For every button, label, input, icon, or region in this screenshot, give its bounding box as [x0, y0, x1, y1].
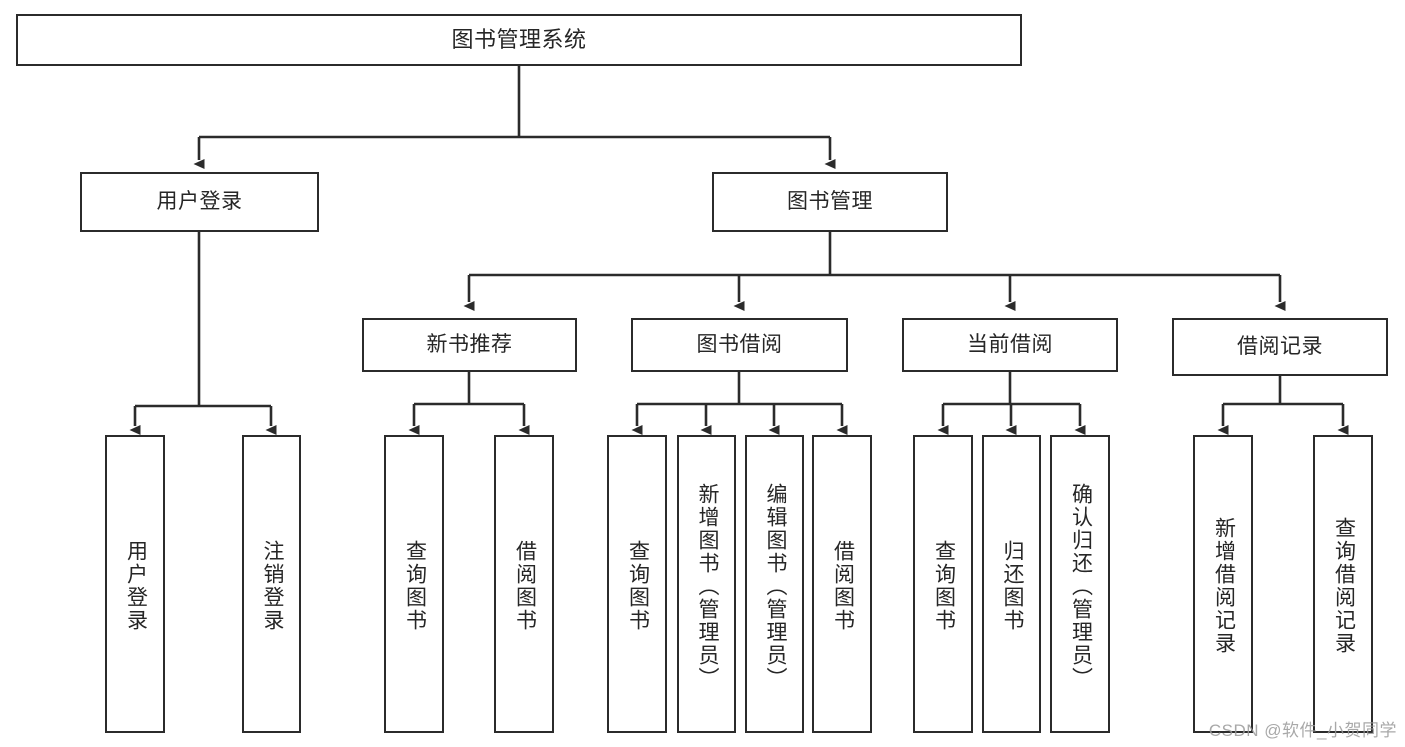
node-label: 图书借阅	[696, 332, 783, 356]
node-root-图书管理系统[interactable]: 图书管理系统	[16, 14, 1022, 66]
node-label: 用户登录	[124, 540, 148, 632]
leaf-node-查询图书-图书借阅[interactable]: 查询图书	[607, 435, 667, 733]
leaf-node-编辑图书-管理员[interactable]: 编辑图书（管理员）	[745, 435, 804, 733]
node-label: 借阅图书	[513, 540, 537, 632]
node-label: 查询借阅记录	[1332, 517, 1356, 655]
node-label: 图书管理系统	[451, 27, 587, 53]
leaf-node-查询借阅记录[interactable]: 查询借阅记录	[1313, 435, 1373, 733]
node-图书借阅[interactable]: 图书借阅	[631, 318, 848, 372]
leaf-node-借阅图书-图书借阅[interactable]: 借阅图书	[812, 435, 872, 733]
leaf-node-新增图书-管理员[interactable]: 新增图书（管理员）	[677, 435, 736, 733]
node-借阅记录[interactable]: 借阅记录	[1172, 318, 1388, 376]
node-label: 确认归还（管理员）	[1069, 482, 1093, 690]
node-label: 当前借阅	[967, 332, 1053, 356]
watermark-text: CSDN @软件_小贺同学	[1208, 721, 1397, 740]
leaf-node-确认归还-管理员[interactable]: 确认归还（管理员）	[1050, 435, 1110, 733]
node-label: 借阅记录	[1237, 334, 1323, 358]
node-当前借阅[interactable]: 当前借阅	[902, 318, 1118, 372]
node-label: 图书管理	[787, 189, 873, 213]
node-label: 新增图书（管理员）	[695, 482, 719, 690]
node-label: 编辑图书（管理员）	[763, 482, 787, 690]
node-新书推荐[interactable]: 新书推荐	[362, 318, 577, 372]
node-label: 借阅图书	[831, 540, 855, 632]
node-label: 归还图书	[1000, 540, 1024, 632]
leaf-node-归还图书[interactable]: 归还图书	[982, 435, 1041, 733]
leaf-node-新增借阅记录[interactable]: 新增借阅记录	[1193, 435, 1253, 733]
node-label: 新增借阅记录	[1212, 517, 1236, 655]
node-label: 查询图书	[932, 540, 956, 632]
leaf-node-用户登录[interactable]: 用户登录	[105, 435, 165, 733]
leaf-node-注销登录[interactable]: 注销登录	[242, 435, 301, 733]
node-用户登录[interactable]: 用户登录	[80, 172, 319, 232]
node-label: 新书推荐	[426, 332, 513, 356]
node-label: 用户登录	[156, 189, 243, 213]
node-label: 注销登录	[260, 540, 284, 632]
leaf-node-查询图书-当前借阅[interactable]: 查询图书	[913, 435, 973, 733]
node-label: 查询图书	[626, 540, 650, 632]
leaf-node-查询图书-新书推荐[interactable]: 查询图书	[384, 435, 444, 733]
node-图书管理[interactable]: 图书管理	[712, 172, 948, 232]
leaf-node-借阅图书-新书推荐[interactable]: 借阅图书	[494, 435, 554, 733]
node-label: 查询图书	[403, 540, 427, 632]
